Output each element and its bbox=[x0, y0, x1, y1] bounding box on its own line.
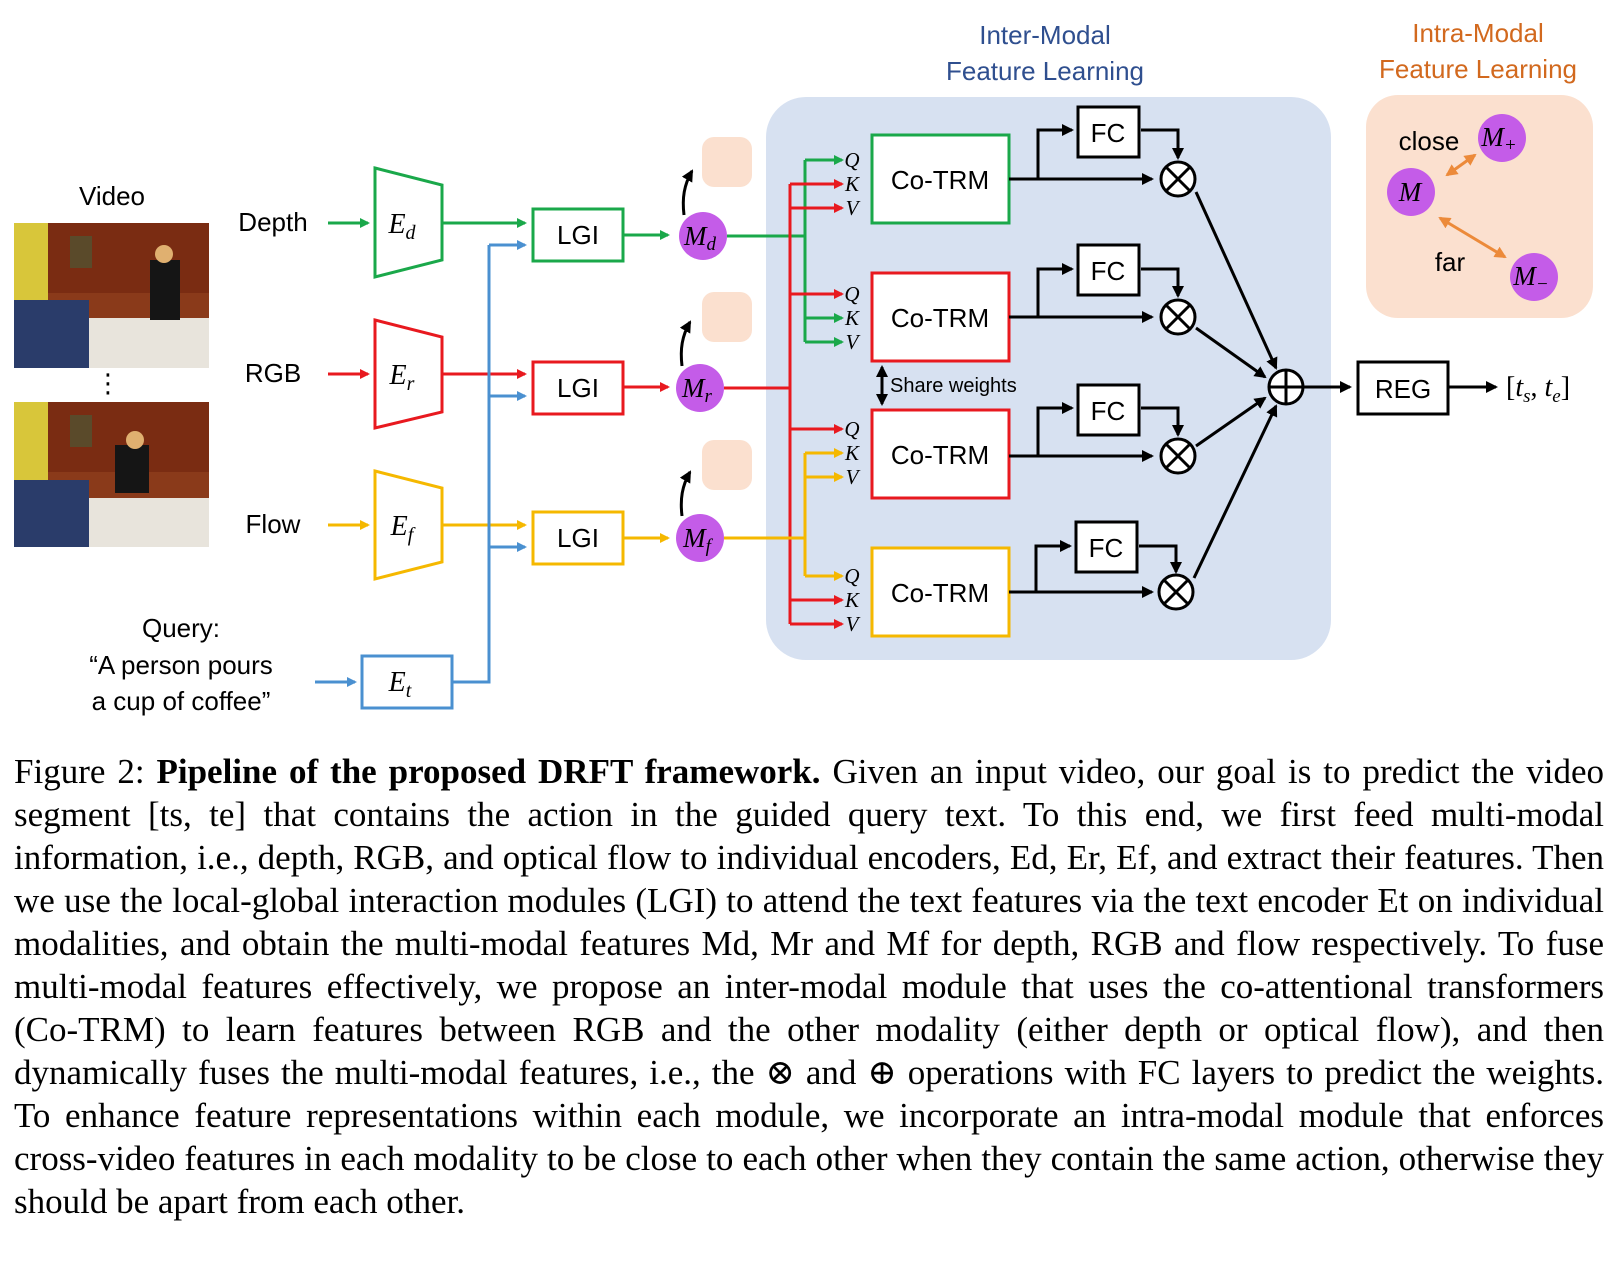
video-frame-bottom bbox=[14, 402, 209, 547]
cotrm-3-label: Co-TRM bbox=[891, 440, 989, 470]
lgi-flow-label: LGI bbox=[557, 523, 599, 553]
output-label: [ts, te] bbox=[1506, 372, 1570, 407]
fc-1-label: FC bbox=[1091, 118, 1126, 148]
fc-4-label: FC bbox=[1089, 533, 1124, 563]
close-label: close bbox=[1399, 126, 1460, 156]
intra-link-square-depth bbox=[702, 137, 752, 187]
video-frame-top bbox=[14, 223, 209, 368]
inter-modal-title-line2: Feature Learning bbox=[946, 56, 1144, 86]
fc-2 bbox=[1076, 243, 1141, 297]
qkv-v1: V bbox=[846, 196, 861, 220]
node-m-plus bbox=[1478, 114, 1526, 162]
encoder-depth bbox=[373, 166, 444, 279]
inter-modal-title-line1: Inter-Modal bbox=[979, 20, 1111, 50]
qkv-q4: Q bbox=[844, 564, 859, 588]
fc-2-label: FC bbox=[1091, 256, 1126, 286]
modality-label-rgb: RGB bbox=[245, 358, 301, 388]
pipeline-diagram: Inter-Modal Feature Learning Intra-Modal… bbox=[14, 18, 1593, 716]
qkv-q1: Q bbox=[844, 148, 859, 172]
otimes-3 bbox=[1159, 437, 1197, 475]
feature-node-mr bbox=[676, 364, 724, 412]
lgi-depth bbox=[531, 207, 625, 263]
modality-label-depth: Depth bbox=[238, 207, 307, 237]
qkv-k3: K bbox=[844, 441, 860, 465]
caption-title: Pipeline of the proposed DRFT framework. bbox=[156, 752, 821, 791]
otimes-1 bbox=[1159, 160, 1197, 198]
encoder-rgb bbox=[373, 318, 444, 430]
intra-modal-title-line2: Feature Learning bbox=[1379, 54, 1577, 84]
qkv-q2: Q bbox=[844, 282, 859, 306]
query-label: Query: bbox=[142, 613, 220, 643]
node-m-minus bbox=[1510, 253, 1558, 301]
qkv-v2: V bbox=[846, 330, 861, 354]
otimes-2 bbox=[1159, 298, 1197, 336]
branch-2 bbox=[1009, 263, 1184, 323]
branch-4 bbox=[1009, 540, 1182, 598]
inter-modal-region bbox=[766, 97, 1331, 660]
qkv-k4: K bbox=[844, 588, 860, 612]
branch-3 bbox=[1009, 402, 1184, 462]
reg-box bbox=[1356, 360, 1450, 416]
node-m-label: M bbox=[1398, 177, 1423, 207]
text-feature-line bbox=[452, 245, 491, 684]
fc-3 bbox=[1076, 383, 1141, 437]
lgi-rgb-label: LGI bbox=[557, 373, 599, 403]
caption-label: Figure 2: bbox=[14, 752, 145, 791]
fusion-arrows bbox=[1192, 191, 1278, 579]
close-arrow bbox=[1445, 153, 1477, 177]
node-m bbox=[1387, 168, 1435, 216]
encoder-flow bbox=[373, 469, 444, 581]
far-arrow bbox=[1438, 216, 1507, 259]
figure-caption: Figure 2: Pipeline of the proposed DRFT … bbox=[14, 750, 1604, 1223]
intra-modal-title-line1: Intra-Modal bbox=[1412, 18, 1544, 48]
qkv-v4: V bbox=[846, 612, 861, 636]
feature-node-md bbox=[679, 212, 727, 260]
query-text-line1: “A person pours bbox=[89, 650, 273, 680]
fc-4 bbox=[1074, 520, 1139, 574]
branch-1 bbox=[1009, 124, 1184, 185]
curve-md bbox=[681, 169, 694, 216]
curve-mr bbox=[679, 320, 692, 367]
cotrm-1-label: Co-TRM bbox=[891, 165, 989, 195]
qkv-labels: Q K V Q K V Q K V Q K V bbox=[844, 148, 861, 636]
fc-1 bbox=[1076, 105, 1141, 159]
encoder-text bbox=[360, 654, 454, 710]
otimes-4 bbox=[1157, 573, 1195, 611]
cotrm-2-label: Co-TRM bbox=[891, 303, 989, 333]
query-text-line2: a cup of coffee” bbox=[92, 686, 271, 716]
curve-mf bbox=[679, 470, 692, 517]
feature-node-mf bbox=[676, 514, 724, 562]
reg-label: REG bbox=[1375, 374, 1431, 404]
qkv-v3: V bbox=[846, 465, 861, 489]
qkv-k2: K bbox=[844, 306, 860, 330]
cotrm-4-label: Co-TRM bbox=[891, 578, 989, 608]
qkv-k1: K bbox=[844, 172, 860, 196]
video-ellipsis: ⋮ bbox=[95, 368, 121, 398]
intra-link-square-flow bbox=[702, 440, 752, 490]
lgi-depth-label: LGI bbox=[557, 220, 599, 250]
modality-label-flow: Flow bbox=[246, 509, 301, 539]
oplus bbox=[1267, 368, 1305, 406]
video-title: Video bbox=[79, 181, 145, 211]
lgi-flow bbox=[531, 510, 625, 566]
share-weights-label: Share weights bbox=[890, 375, 1017, 397]
fc-3-label: FC bbox=[1091, 396, 1126, 426]
far-label: far bbox=[1435, 247, 1466, 277]
intra-link-square-rgb bbox=[702, 292, 752, 342]
qkv-q3: Q bbox=[844, 417, 859, 441]
caption-text: Given an input video, our goal is to pre… bbox=[14, 752, 1605, 1221]
cotrm-3 bbox=[870, 408, 1011, 500]
